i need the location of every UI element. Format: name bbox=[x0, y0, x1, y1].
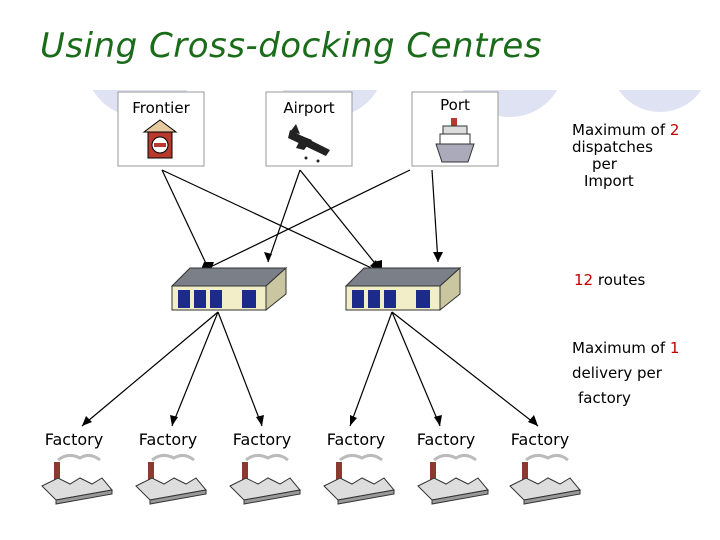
airplane-icon bbox=[288, 124, 330, 163]
route-line bbox=[161, 169, 211, 273]
dispatch-line-4: Import bbox=[584, 172, 634, 190]
delivery-prefix: Maximum of bbox=[572, 339, 666, 357]
warehouse-icon bbox=[170, 266, 288, 312]
dispatch-number: 2 bbox=[669, 121, 680, 139]
inbound-routes bbox=[161, 169, 439, 273]
route-line bbox=[391, 311, 539, 427]
dispatch-line-1: Maximum of 2 bbox=[572, 122, 679, 139]
source-label-frontier: Frontier bbox=[132, 99, 190, 117]
routes-number: 12 bbox=[574, 271, 594, 289]
page-title: Using Cross-docking Centres bbox=[40, 26, 543, 66]
warehouse-icon bbox=[344, 266, 462, 312]
route-line bbox=[199, 169, 411, 273]
factory-icon bbox=[323, 453, 395, 505]
route-line bbox=[391, 311, 441, 427]
source-label-airport: Airport bbox=[283, 99, 335, 117]
factories-row bbox=[41, 453, 581, 505]
outbound-arrowheads bbox=[82, 415, 538, 426]
delivery-number: 1 bbox=[669, 339, 680, 357]
route-line bbox=[431, 169, 439, 263]
route-line bbox=[299, 169, 383, 273]
factory-icon bbox=[135, 453, 207, 505]
ship-icon bbox=[435, 118, 475, 163]
delivery-line-3: factory bbox=[578, 389, 631, 407]
factory-icon bbox=[417, 453, 489, 505]
route-line bbox=[81, 311, 219, 427]
routes-text: routes bbox=[597, 271, 646, 289]
factory-label: Factory bbox=[416, 430, 476, 449]
decor-circles bbox=[0, 0, 720, 117]
factory-label: Factory bbox=[44, 430, 104, 449]
dispatch-line-2: dispatches bbox=[572, 138, 653, 156]
factory-icon bbox=[509, 453, 581, 505]
factory-icon bbox=[41, 453, 113, 505]
factory-label: Factory bbox=[138, 430, 198, 449]
factory-label: Factory bbox=[510, 430, 570, 449]
delivery-line-2: delivery per bbox=[572, 364, 662, 382]
route-line bbox=[267, 169, 301, 263]
factory-label: Factory bbox=[232, 430, 292, 449]
dispatch-line-3: per bbox=[592, 155, 617, 173]
route-line bbox=[349, 311, 393, 427]
delivery-line-1: Maximum of 1 bbox=[572, 336, 679, 361]
border-post-icon bbox=[142, 119, 178, 159]
dispatch-prefix: Maximum of bbox=[572, 121, 666, 139]
route-line bbox=[171, 311, 219, 427]
factory-label: Factory bbox=[326, 430, 386, 449]
route-line bbox=[161, 169, 381, 273]
airport-box bbox=[265, 91, 353, 167]
route-line bbox=[217, 311, 263, 427]
dispatch-note: Maximum of 2 dispatches per Import bbox=[572, 122, 679, 190]
factory-icon bbox=[229, 453, 301, 505]
outbound-routes bbox=[81, 311, 539, 427]
delivery-note: Maximum of 1 delivery per factory bbox=[572, 336, 679, 411]
source-label-port: Port bbox=[440, 96, 470, 114]
routes-note: 12 routes bbox=[574, 272, 645, 289]
